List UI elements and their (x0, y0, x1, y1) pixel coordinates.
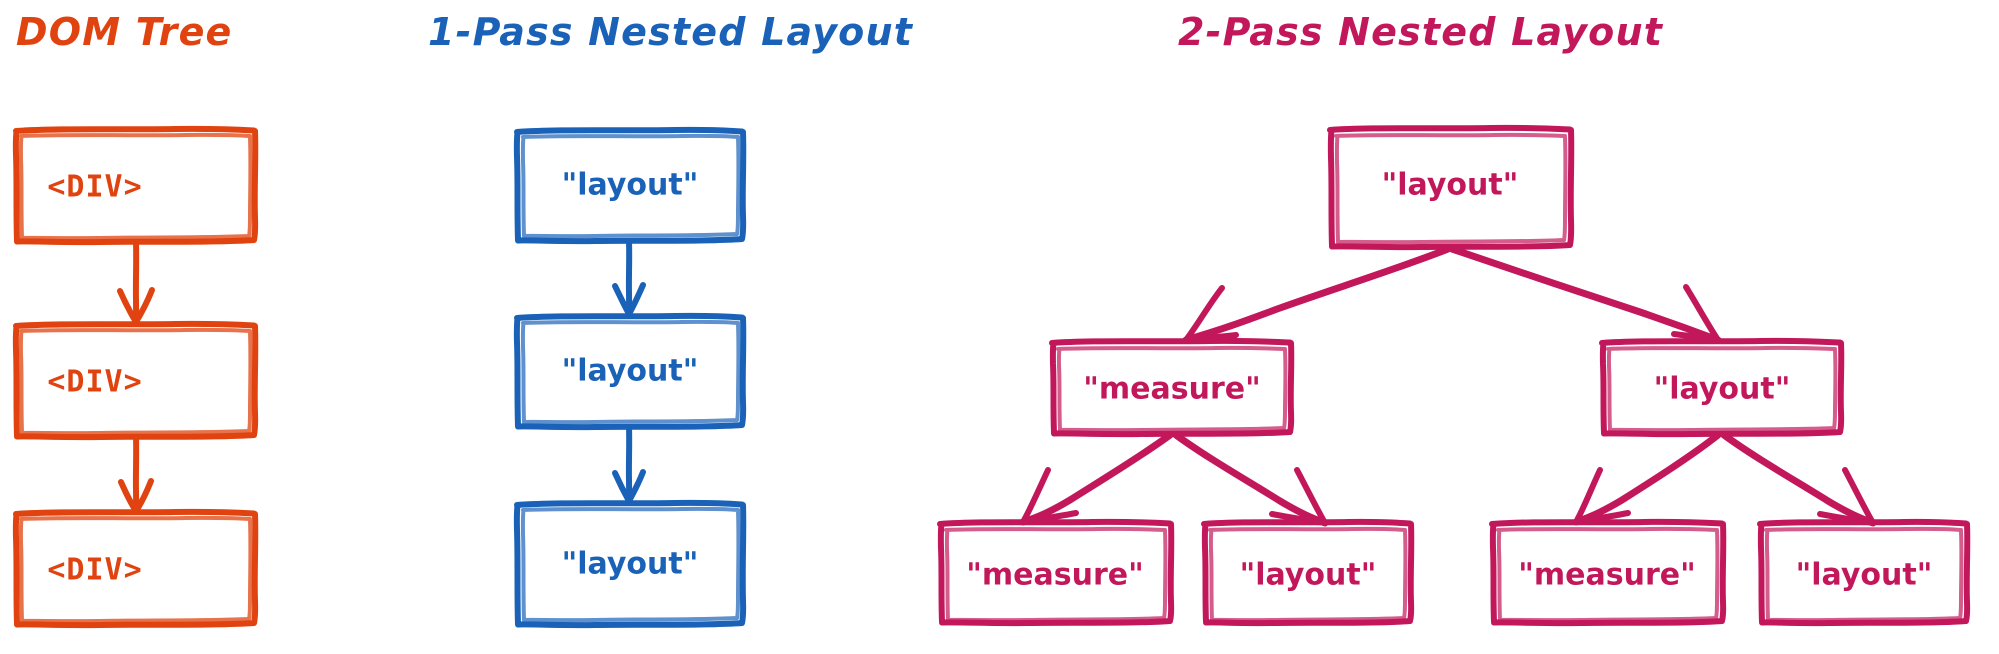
dom-tree-node-3-label: <DIV> (47, 553, 142, 588)
two-pass-edge-root-left (1182, 245, 1452, 344)
two-pass-leaf-node-2: "layout" (1201, 518, 1415, 627)
two-pass-level2-node-2-label: "layout" (1654, 372, 1791, 407)
two-pass-level2-node-1-label: "measure" (1083, 372, 1260, 407)
one-pass-node-2-label: "layout" (562, 354, 699, 389)
two-pass-leaf-node-1: "measure" (937, 518, 1175, 627)
one-pass-arrow-1 (612, 238, 646, 317)
two-pass-leaf-node-3: "measure" (1489, 518, 1727, 627)
one-pass-node-1: "layout" (513, 126, 747, 245)
two-pass-edge-left-r (1172, 431, 1329, 527)
dom-tree-node-3: <DIV> (12, 508, 259, 629)
two-pass-edge-right-l (1572, 431, 1722, 526)
two-pass-title: 2-Pass Nested Layout (1178, 10, 1664, 54)
two-pass-root-label: "layout" (1382, 168, 1519, 203)
one-pass-node-3: "layout" (513, 499, 747, 629)
dom-tree-node-2: <DIV> (12, 320, 259, 441)
two-pass-leaf-node-4: "layout" (1757, 518, 1971, 627)
two-pass-leaf-node-4-label: "layout" (1796, 558, 1933, 593)
two-pass-root-node: "layout" (1327, 124, 1575, 251)
two-pass-leaf-node-2-label: "layout" (1240, 558, 1377, 593)
dom-tree-node-1: <DIV> (12, 125, 259, 246)
dom-tree-arrow-2 (118, 434, 154, 514)
two-pass-edge-right-r (1720, 431, 1877, 527)
two-pass-level2-node-2: "layout" (1599, 337, 1845, 438)
two-pass-leaf-node-3-label: "measure" (1518, 558, 1695, 593)
one-pass-title: 1-Pass Nested Layout (428, 10, 914, 54)
two-pass-edge-root-right (1448, 245, 1722, 344)
dom-tree-node-2-label: <DIV> (47, 365, 142, 400)
one-pass-node-3-label: "layout" (562, 547, 699, 582)
one-pass-arrow-2 (612, 424, 646, 504)
dom-tree-title: DOM Tree (16, 10, 233, 54)
dom-tree-arrow-1 (117, 239, 155, 325)
one-pass-node-1-label: "layout" (562, 168, 699, 203)
dom-tree-node-1-label: <DIV> (47, 170, 142, 205)
two-pass-leaf-node-1-label: "measure" (966, 558, 1143, 593)
one-pass-node-2: "layout" (513, 312, 747, 431)
two-pass-level2-node-1: "measure" (1049, 337, 1295, 438)
two-pass-edge-left-l (1019, 431, 1174, 526)
